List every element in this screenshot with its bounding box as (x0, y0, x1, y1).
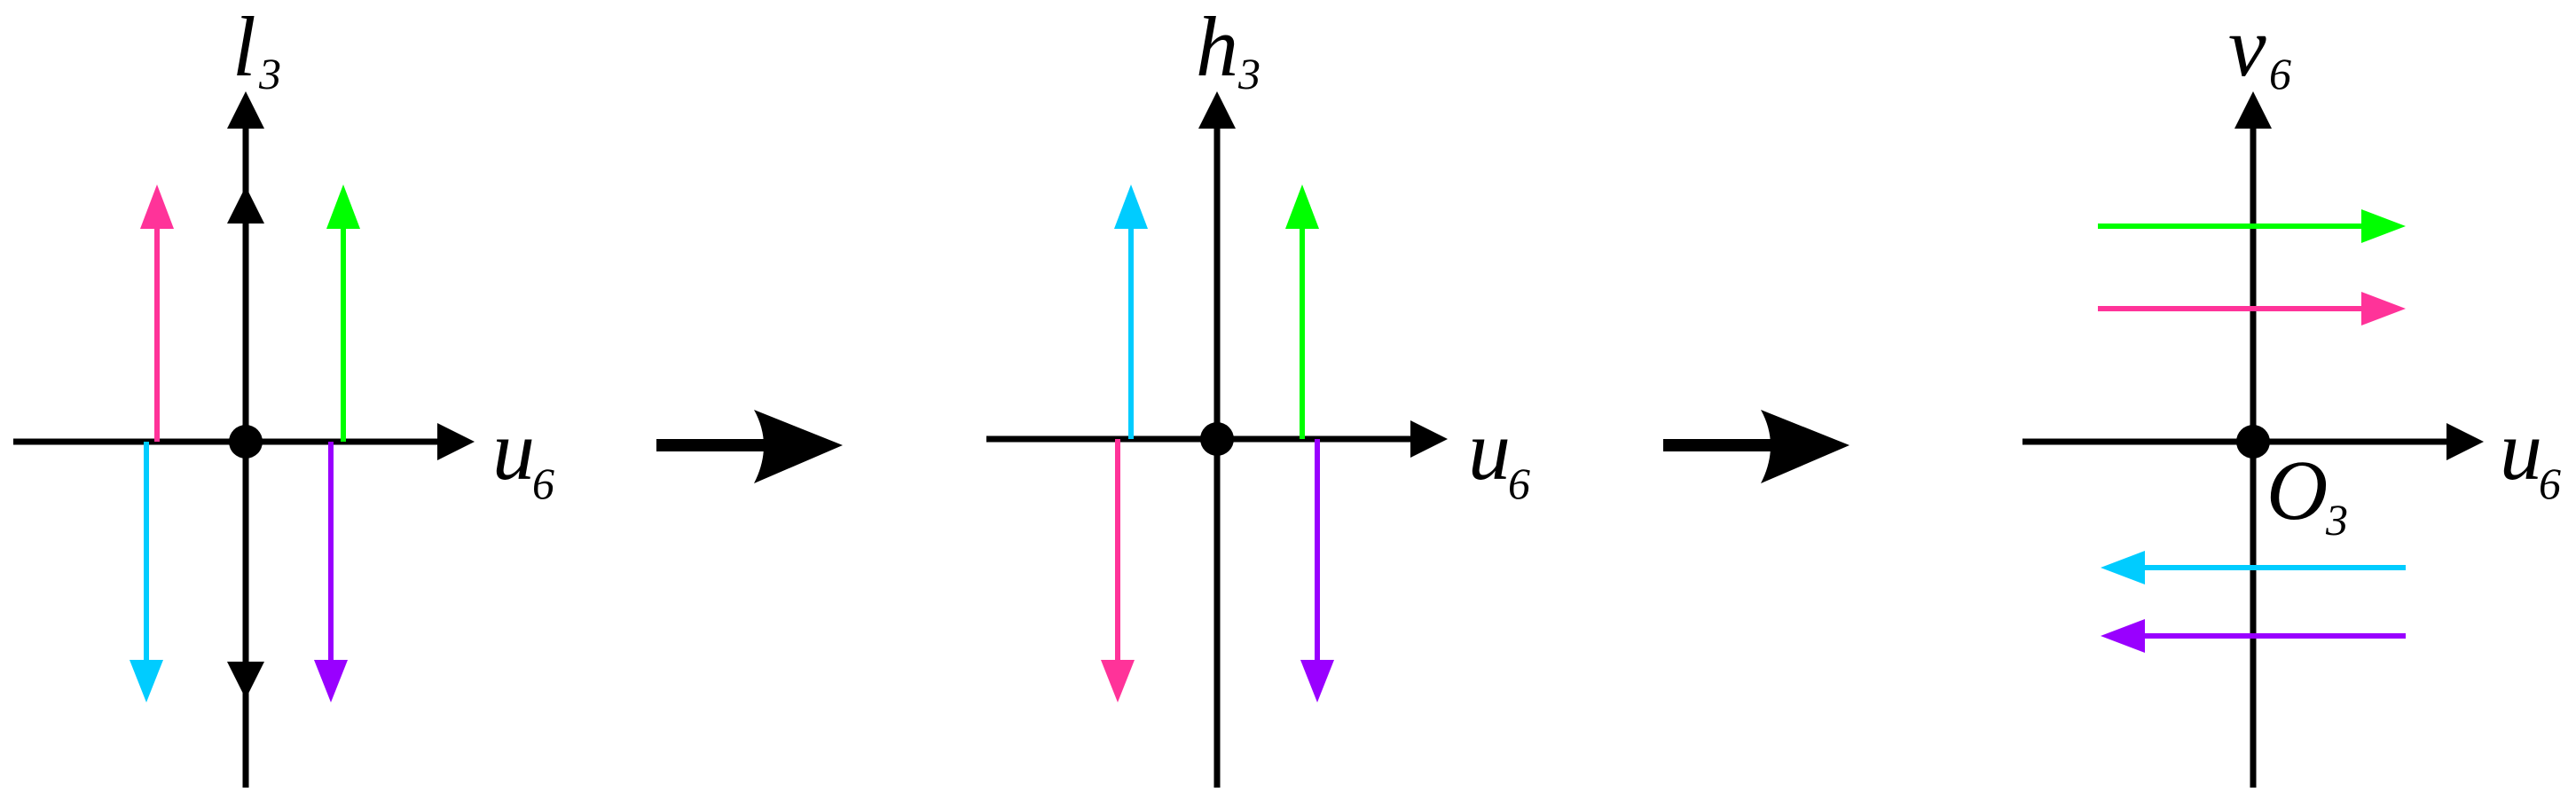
panel-1-vertical-axis-label-subscript: 3 (258, 49, 281, 98)
panel-3-horizontal-axis-arrowhead (2446, 423, 2484, 460)
panel-3-vertical-axis-label: v (2228, 0, 2266, 94)
panel-3-green-arrowhead (2361, 209, 2406, 243)
panel-3-vertical-axis-arrowhead (2234, 91, 2272, 129)
panel-2-green-arrowhead (1285, 184, 1319, 229)
panel-3-horizontal-axis-label-subscript: 6 (2539, 459, 2561, 508)
panel-1-vertical-axis-arrowhead-top (227, 91, 264, 129)
panel-1-horizontal-axis-label: u (492, 403, 535, 498)
transition-arrow-2 (1663, 410, 1850, 483)
panel-2-purple-arrowhead (1300, 660, 1334, 702)
panel-1-vertical-axis-label: l (232, 0, 256, 94)
panel-1-green-arrowhead (326, 184, 360, 229)
panel-3-cyan-arrowhead (2101, 551, 2145, 584)
panel-1-cyan-arrowhead (130, 660, 163, 702)
panel-3-origin-label: O (2266, 443, 2328, 537)
panel-2-origin-dot (1200, 422, 1234, 456)
panel-2-vertical-axis-label-subscript: 3 (1237, 49, 1261, 98)
panel-2-horizontal-axis-label-subscript: 6 (1508, 459, 1530, 508)
transition-arrow-2-head (1761, 410, 1850, 483)
panel-1-origin-dot (229, 425, 263, 459)
panel-3-purple-arrowhead (2101, 619, 2145, 653)
panel-2-pink-arrowhead (1101, 660, 1135, 702)
panel-2: h 3 u 6 (986, 0, 1530, 788)
panel-2-horizontal-axis-label: u (1468, 403, 1511, 498)
panel-3-vertical-axis-label-subscript: 6 (2269, 49, 2291, 98)
panel-1-purple-arrowhead (314, 660, 348, 702)
panel-3-origin-dot (2236, 425, 2270, 459)
panel-3-pink-arrowhead (2361, 292, 2406, 325)
panel-2-cyan-arrowhead (1114, 184, 1148, 229)
panel-2-vertical-axis-label: h (1196, 0, 1238, 94)
panel-3: v 6 u 6 O 3 (2022, 0, 2561, 788)
panel-2-horizontal-axis-arrowhead (1410, 420, 1448, 458)
panel-1-horizontal-axis-arrowhead (437, 423, 475, 460)
panel-1-vertical-axis-arrowhead-down (227, 662, 264, 699)
panel-3-origin-label-subscript: 3 (2325, 495, 2348, 545)
panel-1-vertical-axis-arrowhead-up (227, 186, 264, 224)
transition-arrow-1-head (754, 410, 843, 483)
panel-1: l 3 u 6 (13, 0, 554, 788)
panel-3-horizontal-axis-label: u (2500, 403, 2542, 498)
transition-arrow-1 (656, 410, 843, 483)
panel-1-horizontal-axis-label-subscript: 6 (532, 459, 554, 508)
panel-1-pink-arrowhead (140, 184, 174, 229)
panel-2-vertical-axis-arrowhead (1198, 91, 1236, 129)
